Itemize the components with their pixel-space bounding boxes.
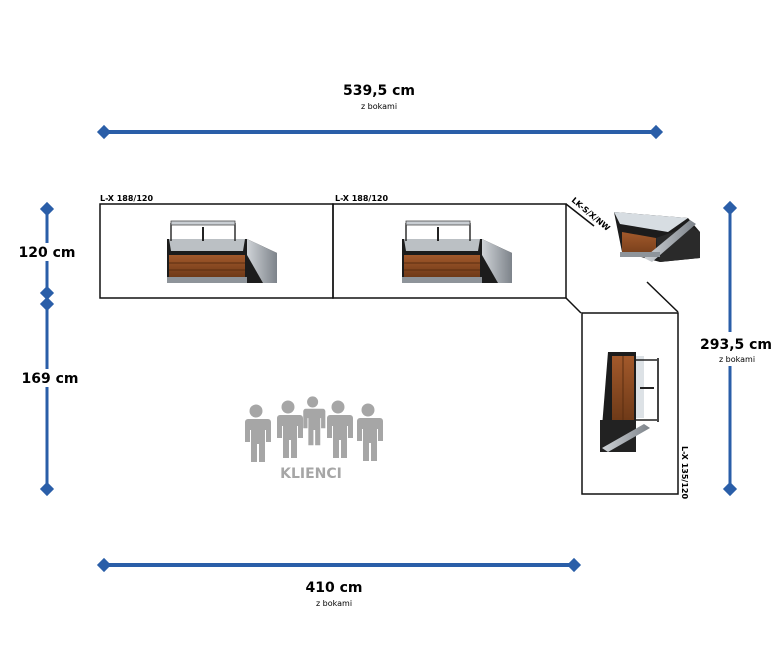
side-unit-label: L-X 135/120 — [680, 446, 689, 499]
unit-2-vitrine-image — [401, 220, 513, 284]
right-height-value: 293,5 cm — [700, 337, 772, 353]
top-width-value: 539,5 cm — [343, 83, 415, 99]
unit-1-vitrine-image — [166, 220, 278, 284]
left-dimension: 120 cm 169 cm — [18, 201, 79, 497]
unit-2: L-X 188/120 — [332, 194, 567, 299]
side-vitrine-image — [600, 352, 659, 452]
corner-vitrine-image — [614, 212, 700, 262]
right-height-note: z bokami — [719, 355, 755, 364]
person-icon — [244, 404, 271, 462]
customers-group: KLIENCI — [244, 396, 383, 482]
unit-1: L-X 188/120 — [99, 194, 334, 299]
left-upper-value: 120 cm — [19, 245, 76, 261]
bottom-dimension: 410 cm z bokami — [96, 557, 582, 608]
corner-outline — [565, 203, 679, 314]
top-dimension: 539,5 cm z bokami — [96, 83, 664, 140]
side-unit: L-X 135/120 — [581, 312, 689, 499]
corner-unit-label: LK-S/X/NW — [570, 196, 612, 233]
right-dimension: 293,5 cm z bokami — [698, 200, 772, 497]
top-width-note: z bokami — [361, 102, 397, 111]
bottom-width-value: 410 cm — [306, 580, 363, 596]
corner-unit: LK-S/X/NW — [570, 196, 700, 262]
person-icon — [302, 396, 326, 446]
bottom-width-note: z bokami — [316, 599, 352, 608]
person-icon — [356, 403, 383, 461]
customers-label: KLIENCI — [280, 466, 342, 482]
person-icon — [276, 400, 303, 458]
left-lower-value: 169 cm — [22, 371, 79, 387]
person-icon — [326, 400, 353, 458]
unit-1-label: L-X 188/120 — [100, 194, 153, 203]
unit-2-label: L-X 188/120 — [335, 194, 388, 203]
